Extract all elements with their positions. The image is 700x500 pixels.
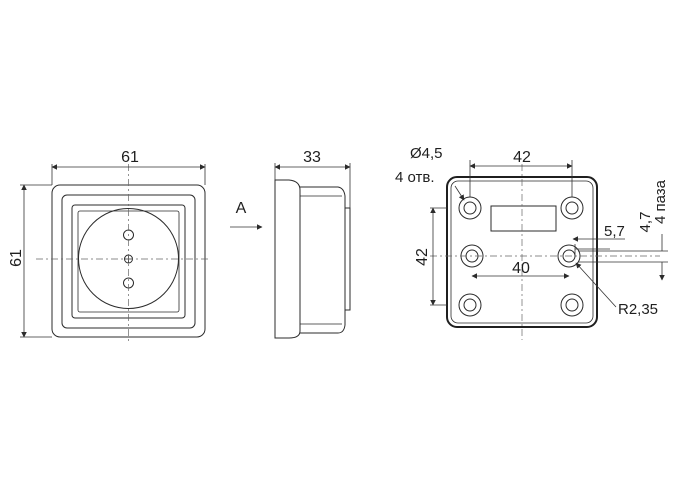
hole-count-label: 4 отв. — [395, 169, 435, 186]
hole-diameter-label: Ø4,5 — [410, 145, 443, 162]
side-back-step — [345, 207, 351, 311]
mounting-hole-bottom-right — [560, 293, 584, 317]
slot-width-label: 4,7 — [637, 212, 654, 233]
rear-height-label: 42 — [414, 248, 431, 266]
side-body-profile — [300, 186, 346, 334]
view-arrow-label: A — [236, 200, 247, 217]
hole-leader-line — [454, 185, 465, 201]
rear-width-label: 42 — [513, 149, 531, 166]
radius-leader-line — [575, 262, 617, 308]
rear-view: 42 42 40 Ø4,5 4 отв. 5,7 4,7 4 паза R2,3… — [395, 145, 669, 340]
rear-plate-outer — [446, 176, 598, 328]
front-height-label: 61 — [8, 249, 25, 267]
rear-center-slot — [490, 205, 557, 232]
mounting-hole-top-right — [560, 196, 584, 220]
side-inner-step-line — [300, 195, 342, 325]
front-view: 61 61 — [8, 149, 210, 344]
side-front-cover-profile — [274, 179, 301, 339]
rear-hole-spacing-label: 40 — [512, 260, 530, 277]
slot-count-label: 4 паза — [652, 179, 669, 224]
socket-face — [78, 208, 179, 309]
front-width-label: 61 — [121, 149, 139, 166]
side-view: 33 A — [230, 149, 351, 339]
side-depth-label: 33 — [303, 149, 321, 166]
mounting-hole-top-left — [458, 196, 482, 220]
radius-label: R2,35 — [618, 301, 658, 318]
slot-offset-extension — [574, 244, 610, 257]
slot-offset-label: 5,7 — [604, 223, 625, 240]
mounting-hole-bottom-left — [458, 293, 482, 317]
